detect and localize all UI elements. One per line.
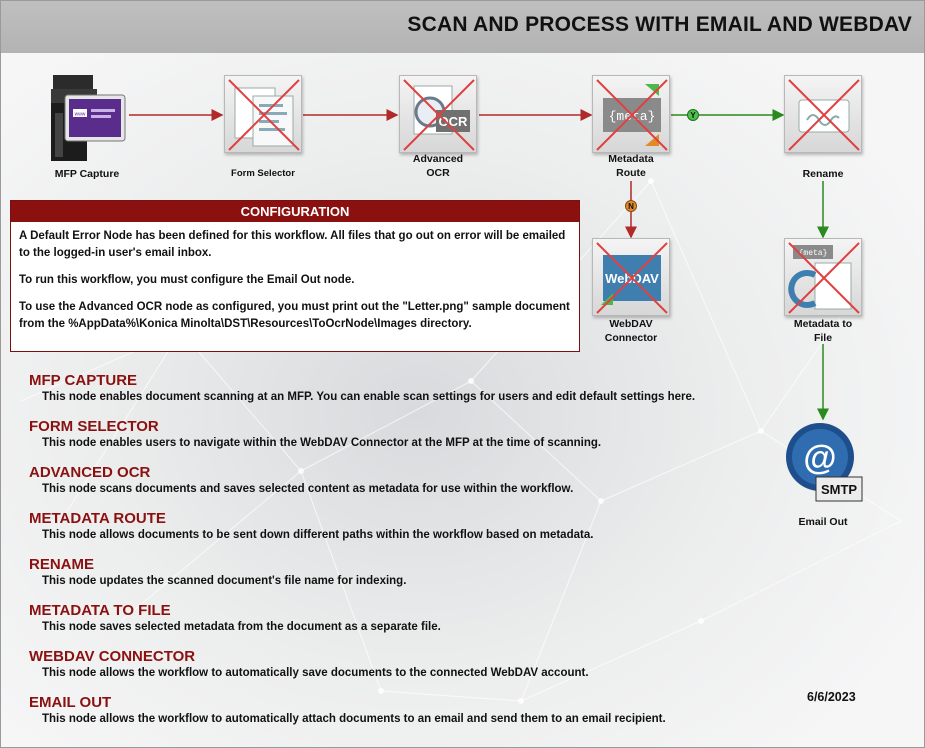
meta-text: {meta} — [609, 109, 656, 124]
node-rename[interactable] — [784, 75, 862, 153]
node-metadata-route[interactable]: {meta} — [592, 75, 670, 153]
label-webdav-connector: WebDAV Connector — [604, 318, 658, 344]
metadata-to-file-icon: {meta} — [788, 242, 860, 314]
label-form-selector: Form Selector — [231, 168, 295, 179]
form-selector-icon — [228, 79, 300, 151]
description-title: MFP CAPTURE — [29, 372, 138, 389]
description-item: EMAIL OUT This node allows the workflow … — [29, 694, 789, 740]
route-no-badge: N — [625, 200, 637, 212]
rename-icon — [788, 79, 860, 151]
label-metadata-route: Metadata Route — [608, 153, 654, 179]
description-text: This node saves selected metadata from t… — [42, 621, 441, 633]
ocr-icon: OCR — [403, 79, 475, 151]
description-title: RENAME — [29, 556, 95, 573]
description-item: METADATA TO FILE This node saves selecte… — [29, 602, 789, 648]
node-email-out[interactable]: @ SMTP — [784, 421, 864, 509]
description-title: EMAIL OUT — [29, 694, 112, 711]
ocr-text: OCR — [439, 114, 469, 129]
label-mfp-capture: MFP Capture — [54, 168, 120, 180]
configuration-body: A Default Error Node has been defined fo… — [11, 222, 579, 349]
meta-file-text: {meta} — [799, 249, 828, 258]
description-title: METADATA ROUTE — [29, 510, 166, 527]
page-title: SCAN AND PROCESS WITH EMAIL AND WEBDAV — [407, 13, 912, 36]
description-text: This node allows the workflow to automat… — [42, 713, 666, 725]
description-text: This node allows documents to be sent do… — [42, 529, 594, 541]
node-webdav-connector[interactable]: WebDAV — [592, 238, 670, 316]
description-title: METADATA TO FILE — [29, 602, 171, 619]
node-advanced-ocr[interactable]: OCR — [399, 75, 477, 153]
route-yes-label: Y — [690, 111, 696, 120]
webdav-icon: WebDAV — [596, 242, 668, 314]
email-smtp-icon: @ SMTP — [786, 423, 863, 502]
label-metadata-to-file: Metadata to File — [793, 318, 853, 344]
config-paragraph: To run this workflow, you must configure… — [19, 274, 355, 286]
configuration-box: CONFIGURATION A Default Error Node has b… — [10, 200, 580, 352]
at-text: @ — [803, 439, 836, 477]
date-stamp: 6/6/2023 — [807, 690, 856, 704]
description-text: This node allows the workflow to automat… — [42, 667, 589, 679]
description-text: This node updates the scanned document's… — [42, 575, 407, 587]
config-paragraph: To use the Advanced OCR node as configur… — [19, 301, 570, 330]
metadata-route-icon: {meta} — [596, 79, 668, 151]
description-title: WEBDAV CONNECTOR — [29, 648, 196, 665]
config-paragraph: A Default Error Node has been defined fo… — [19, 230, 566, 259]
description-item: RENAME This node updates the scanned doc… — [29, 556, 789, 602]
description-item: METADATA ROUTE This node allows document… — [29, 510, 789, 556]
description-text: This node scans documents and saves sele… — [42, 483, 574, 495]
description-text: This node enables users to navigate with… — [42, 437, 602, 449]
route-yes-badge: Y — [687, 109, 699, 121]
description-item: ADVANCED OCR This node scans documents a… — [29, 464, 789, 510]
configuration-heading: CONFIGURATION — [11, 201, 579, 222]
title-bar: SCAN AND PROCESS WITH EMAIL AND WEBDAV — [1, 1, 924, 53]
description-item: FORM SELECTOR This node enables users to… — [29, 418, 789, 464]
label-email-out: Email Out — [798, 516, 848, 528]
node-metadata-to-file[interactable]: {meta} — [784, 238, 862, 316]
node-mfp-capture[interactable]: www — [47, 73, 131, 163]
mfp-printer-icon: www — [51, 75, 126, 161]
route-no-label: N — [628, 202, 634, 211]
www-text: www — [75, 112, 86, 118]
label-advanced-ocr: Advanced OCR — [412, 153, 464, 179]
description-title: ADVANCED OCR — [29, 464, 151, 481]
smtp-text: SMTP — [821, 482, 857, 497]
node-form-selector[interactable] — [224, 75, 302, 153]
description-text: This node enables document scanning at a… — [42, 391, 696, 403]
description-title: FORM SELECTOR — [29, 418, 159, 435]
node-descriptions: MFP CAPTURE This node enables document s… — [29, 372, 789, 740]
description-item: MFP CAPTURE This node enables document s… — [29, 372, 789, 418]
label-rename: Rename — [802, 168, 844, 180]
description-item: WEBDAV CONNECTOR This node allows the wo… — [29, 648, 789, 694]
